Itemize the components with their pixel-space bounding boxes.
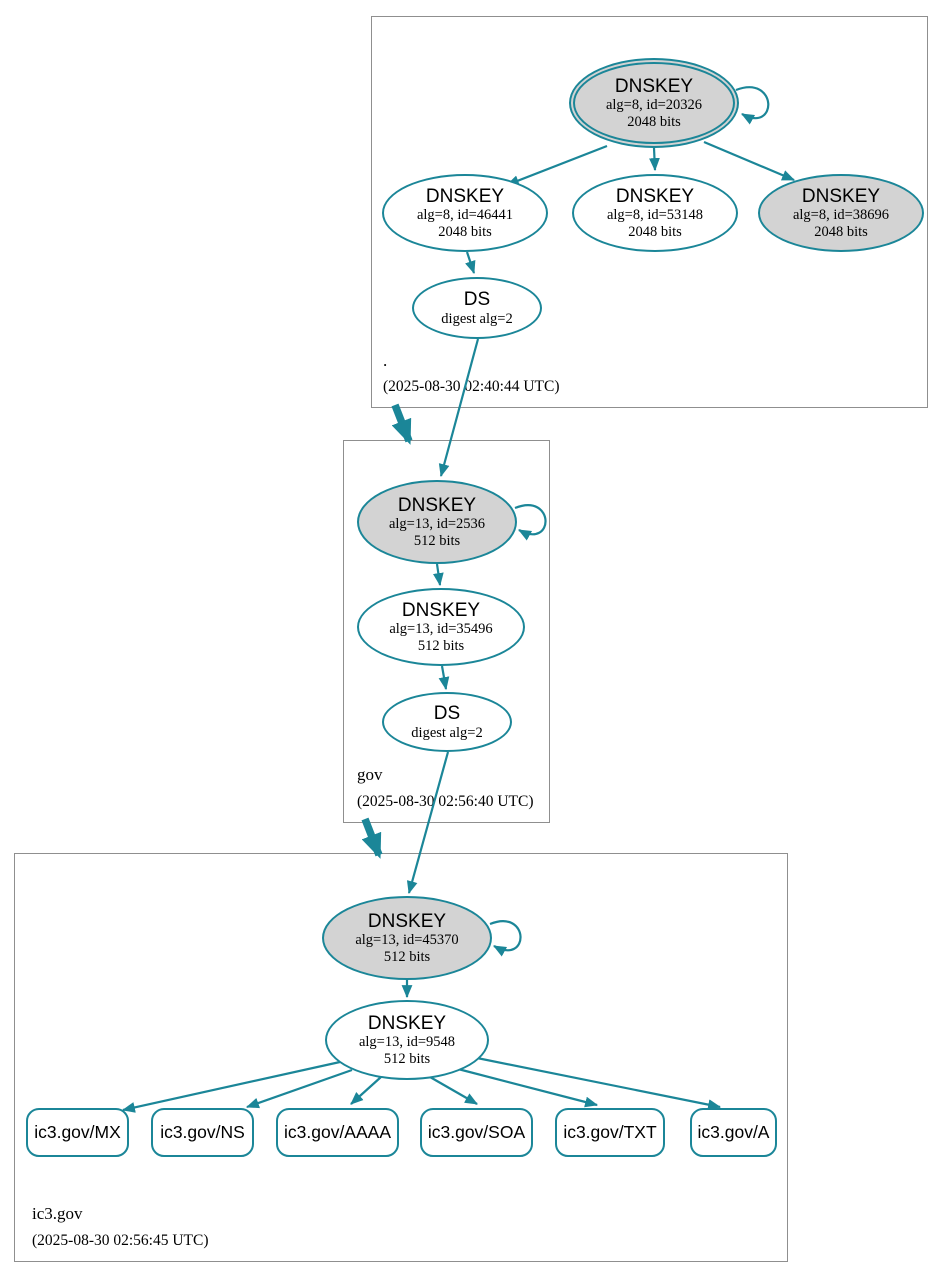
node-detail: alg=8, id=20326 (605, 97, 703, 114)
root-key-38696-node[interactable]: DNSKEY alg=8, id=38696 2048 bits (758, 174, 924, 252)
node-title: DNSKEY (367, 1013, 447, 1035)
zone-box-gov (343, 440, 550, 823)
node-detail: digest alg=2 (411, 724, 483, 741)
zone-timestamp-root: (2025-08-30 02:40:44 UTC) (383, 378, 560, 395)
zone-name-root: . (383, 351, 388, 370)
rrset-label: ic3.gov/MX (34, 1122, 121, 1142)
zone-box-ic3gov (14, 853, 788, 1262)
rrset-ic3gov-txt[interactable]: ic3.gov/TXT (555, 1108, 665, 1157)
edge-rootksk-to-key46441 (505, 144, 608, 187)
node-title: DNSKEY (425, 186, 505, 208)
node-detail: digest alg=2 (441, 310, 513, 327)
node-detail: 2048 bits (438, 223, 492, 240)
edge-ic3zsk-to-mx (121, 1060, 341, 1113)
edge-rootds-to-govksk (438, 338, 480, 478)
edge-ic3ksk-selfloop (489, 920, 522, 957)
edge-rootksk-to-key53148 (649, 147, 660, 172)
rrset-label: ic3.gov/NS (160, 1122, 245, 1142)
node-detail: alg=8, id=38696 (792, 207, 890, 224)
gov-zsk-node[interactable]: DNSKEY alg=13, id=35496 512 bits (357, 588, 525, 666)
edge-govksk-selfloop (514, 504, 547, 541)
rrset-ic3gov-ns[interactable]: ic3.gov/NS (151, 1108, 254, 1157)
node-detail: alg=8, id=53148 (606, 207, 704, 224)
edge-ic3zsk-to-a (476, 1056, 722, 1110)
zone-name-gov: gov (357, 765, 383, 784)
root-key-53148-node[interactable]: DNSKEY alg=8, id=53148 2048 bits (572, 174, 738, 252)
zone-timestamp-ic3gov: (2025-08-30 02:56:45 UTC) (32, 1232, 209, 1249)
rrset-label: ic3.gov/TXT (563, 1122, 657, 1142)
node-detail: alg=13, id=45370 (355, 932, 459, 949)
node-detail: 512 bits (417, 637, 465, 654)
rrset-label: ic3.gov/A (697, 1122, 770, 1142)
rrset-label: ic3.gov/AAAA (284, 1122, 391, 1142)
ic3-ksk-node[interactable]: DNSKEY alg=13, id=45370 512 bits (322, 896, 492, 980)
root-key-46441-node[interactable]: DNSKEY alg=8, id=46441 2048 bits (382, 174, 548, 252)
root-ksk-node[interactable]: DNSKEY alg=8, id=20326 2048 bits (569, 58, 739, 148)
node-detail: alg=13, id=35496 (389, 621, 493, 638)
zone-box-root (371, 16, 928, 408)
gov-ksk-node[interactable]: DNSKEY alg=13, id=2536 512 bits (357, 480, 517, 564)
edge-ic3zsk-to-soa (429, 1076, 478, 1105)
rrset-ic3gov-a[interactable]: ic3.gov/A (690, 1108, 777, 1157)
node-detail: 2048 bits (628, 223, 682, 240)
zone-timestamp-gov: (2025-08-30 02:56:40 UTC) (357, 793, 534, 810)
node-title: DNSKEY (401, 600, 481, 622)
edge-ic3zsk-to-txt (457, 1067, 599, 1108)
gov-ds-node[interactable]: DS digest alg=2 (382, 692, 512, 752)
node-detail: 512 bits (383, 948, 431, 965)
rrset-ic3gov-soa[interactable]: ic3.gov/SOA (420, 1108, 533, 1157)
edge-gov-delegation-to-ic3 (361, 817, 383, 859)
node-detail: 512 bits (413, 532, 461, 549)
edge-root-delegation-to-gov (391, 403, 413, 445)
root-ds-node[interactable]: DS digest alg=2 (412, 277, 542, 339)
rrset-ic3gov-mx[interactable]: ic3.gov/MX (26, 1108, 129, 1157)
edge-key46441-to-rootds (465, 251, 476, 275)
edge-rootksk-selfloop (735, 86, 770, 125)
edge-govksk-to-govzsk (432, 563, 444, 587)
node-detail: alg=13, id=2536 (388, 516, 486, 533)
rrset-ic3gov-aaaa[interactable]: ic3.gov/AAAA (276, 1108, 399, 1157)
zone-name-ic3gov: ic3.gov (32, 1204, 83, 1223)
edge-rootksk-to-key38696 (703, 140, 795, 182)
edge-ic3zsk-to-ns (245, 1068, 353, 1109)
node-title: DS (433, 703, 461, 725)
rrset-label: ic3.gov/SOA (427, 1122, 526, 1142)
node-detail: 2048 bits (627, 113, 681, 130)
node-title: DNSKEY (801, 186, 881, 208)
node-title: DNSKEY (615, 186, 695, 208)
node-detail: 2048 bits (814, 223, 868, 240)
node-title: DNSKEY (367, 911, 447, 933)
node-detail: alg=13, id=9548 (358, 1034, 456, 1051)
node-title: DNSKEY (614, 76, 694, 98)
ic3-zsk-node[interactable]: DNSKEY alg=13, id=9548 512 bits (325, 1000, 489, 1080)
edge-ic3zsk-to-aaaa (350, 1076, 382, 1105)
node-title: DNSKEY (397, 495, 477, 517)
edge-govds-to-ic3ksk (406, 751, 450, 895)
edge-govzsk-to-govds (438, 665, 450, 691)
node-detail: 512 bits (383, 1050, 431, 1067)
node-title: DS (463, 289, 491, 311)
node-detail: alg=8, id=46441 (416, 207, 514, 224)
